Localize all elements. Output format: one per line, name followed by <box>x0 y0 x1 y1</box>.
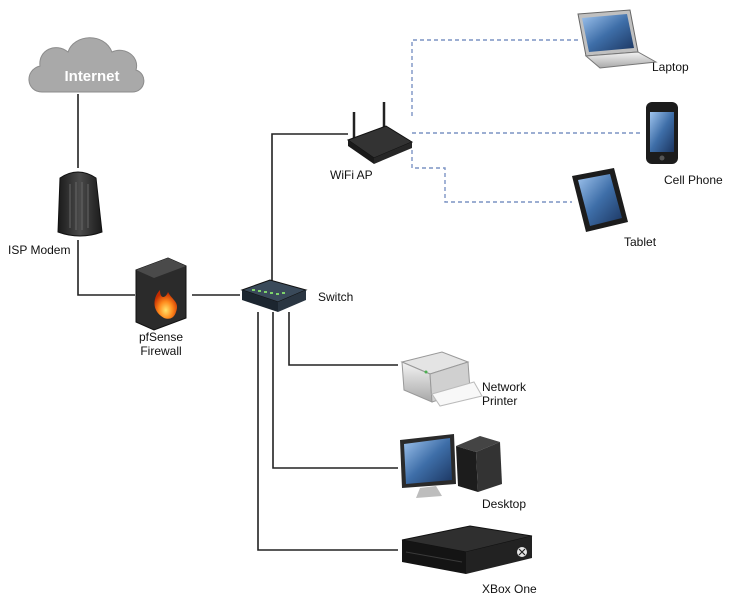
wired-links <box>77 94 398 551</box>
wifi-ap-label: WiFi AP <box>330 168 373 182</box>
printer-icon <box>400 351 483 407</box>
laptop-label: Laptop <box>652 60 689 74</box>
wifi-ap-icon <box>346 102 414 164</box>
firewall-icon <box>135 257 187 331</box>
modem-icon <box>57 171 103 237</box>
desktop-label: Desktop <box>482 497 527 511</box>
wireless-links <box>411 39 640 203</box>
printer-label-line2: Printer <box>482 394 518 408</box>
cell-phone-label: Cell Phone <box>664 173 723 187</box>
tablet-label: Tablet <box>624 235 657 249</box>
link-modem-firewall <box>77 240 135 296</box>
cloud-icon <box>28 37 145 93</box>
switch-icon <box>240 279 308 312</box>
link-switch-wifi <box>271 133 348 282</box>
firewall-label: pfSense Firewall <box>126 330 196 358</box>
link-switch-xbox <box>257 312 398 551</box>
link-switch-printer <box>288 312 398 366</box>
laptop-icon <box>577 9 658 69</box>
tablet-icon <box>572 168 628 232</box>
xbox-icon <box>401 525 533 574</box>
wlink-wifi-laptop <box>411 39 580 116</box>
link-switch-desktop <box>272 312 398 469</box>
firewall-label-line1: pfSense <box>138 330 184 344</box>
isp-modem-label: ISP Modem <box>8 243 71 257</box>
internet-label: Internet <box>64 68 120 85</box>
desktop-icon <box>400 434 502 498</box>
phone-icon <box>646 102 678 164</box>
xbox-label: XBox One <box>482 582 537 596</box>
switch-label: Switch <box>318 290 354 304</box>
printer-label: Network Printer <box>482 380 526 408</box>
firewall-label-line2: Firewall <box>140 344 182 358</box>
wlink-wifi-tablet <box>411 150 572 203</box>
printer-label-line1: Network <box>482 380 527 394</box>
